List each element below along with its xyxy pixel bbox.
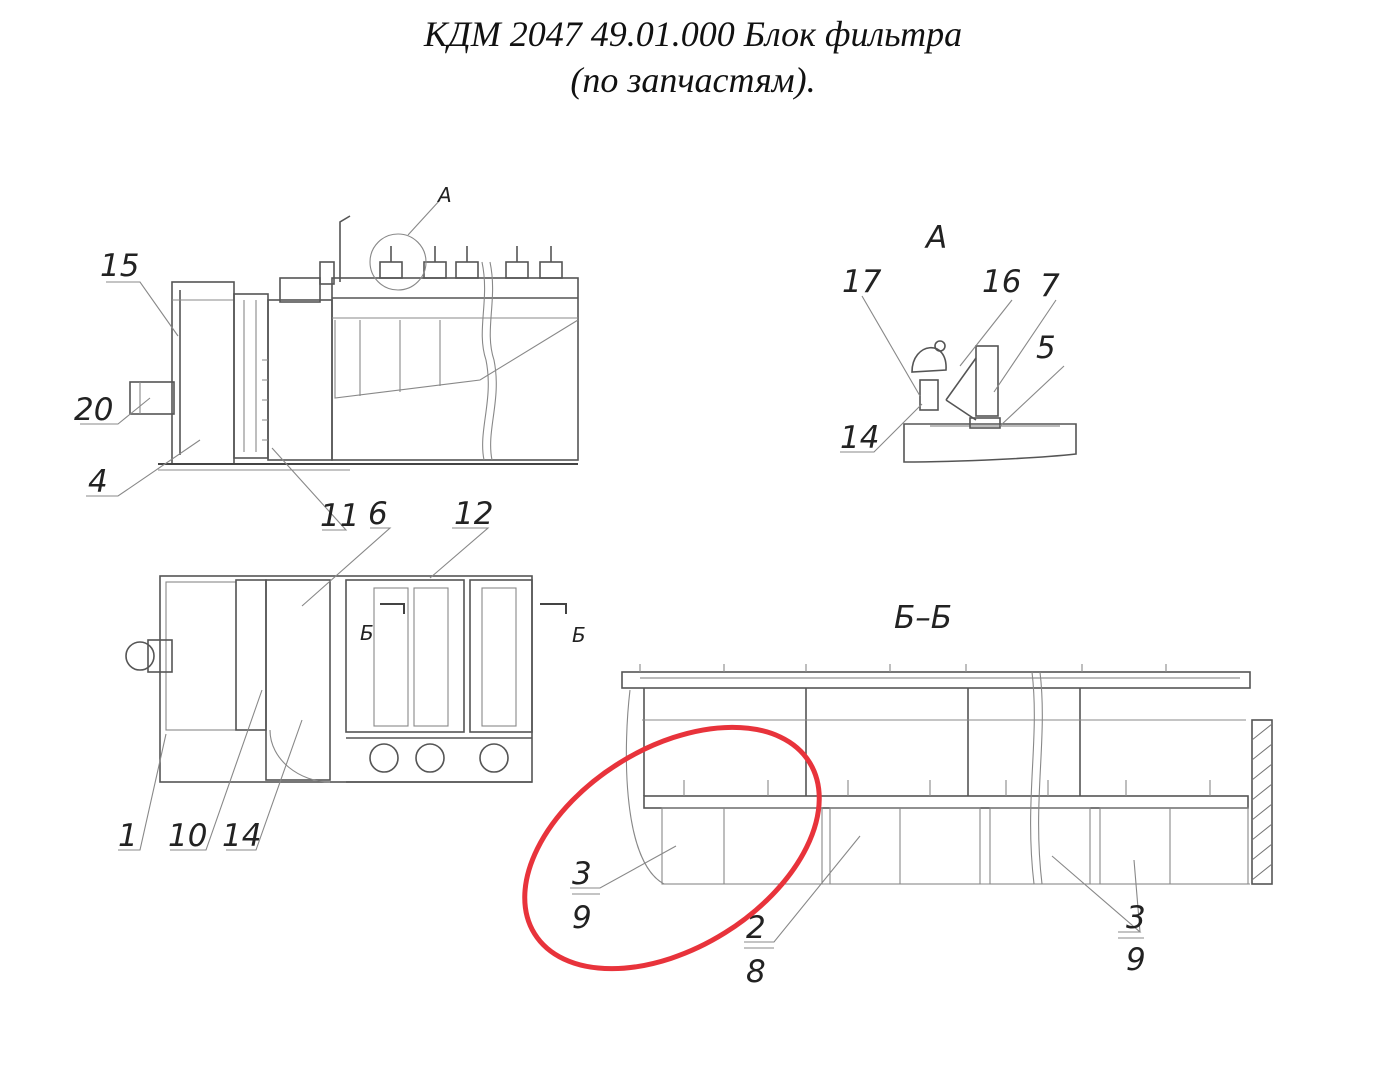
callout-9-right: 9 bbox=[1126, 942, 1146, 978]
section-mark-left: Б bbox=[360, 621, 374, 645]
top-view bbox=[125, 575, 567, 783]
callout-9-left: 9 bbox=[572, 900, 592, 936]
callout-15: 15 bbox=[100, 248, 139, 284]
section-bb-view bbox=[621, 664, 1273, 885]
highlight-ellipse bbox=[522, 724, 822, 972]
callout-10: 10 bbox=[168, 818, 207, 854]
callout-14-detail: 14 bbox=[840, 420, 879, 456]
callout-8: 8 bbox=[746, 954, 766, 990]
drawing-title: КДМ 2047 49.01.000 Блок фильтра bbox=[423, 14, 963, 54]
drawing-subtitle: (по запчастям). bbox=[570, 60, 816, 100]
section-bb-leaders bbox=[570, 835, 1144, 949]
detail-a-leaders bbox=[840, 295, 1065, 453]
callout-3-left: 3 bbox=[572, 856, 592, 892]
callout-2: 2 bbox=[746, 910, 766, 946]
callout-6: 6 bbox=[368, 496, 388, 532]
callout-12: 12 bbox=[454, 496, 493, 532]
callout-4: 4 bbox=[88, 464, 108, 500]
callout-17: 17 bbox=[842, 264, 882, 300]
callout-11: 11 bbox=[320, 498, 359, 534]
callout-16: 16 bbox=[982, 264, 1021, 300]
top-view-leaders bbox=[118, 527, 490, 851]
detail-a-view bbox=[903, 340, 1077, 463]
callout-20: 20 bbox=[74, 392, 113, 428]
callout-5: 5 bbox=[1036, 330, 1056, 366]
callout-1: 1 bbox=[118, 818, 138, 854]
detail-a-heading: А bbox=[924, 220, 947, 256]
callout-3-right: 3 bbox=[1126, 900, 1146, 936]
section-bb-heading: Б–Б bbox=[894, 600, 952, 636]
callout-a-label: А bbox=[436, 183, 452, 207]
side-view: А bbox=[129, 183, 579, 471]
callout-7: 7 bbox=[1040, 268, 1060, 304]
section-mark-right: Б bbox=[572, 623, 586, 647]
callout-14-top: 14 bbox=[222, 818, 261, 854]
side-view-leaders bbox=[80, 281, 348, 531]
